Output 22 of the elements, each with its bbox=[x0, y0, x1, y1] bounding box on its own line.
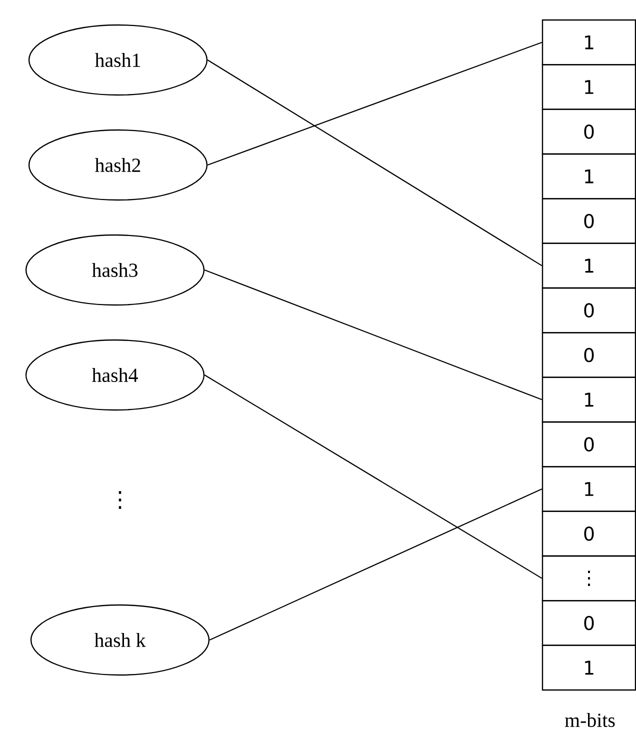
bit-cell: 1 bbox=[542, 376, 636, 423]
bit-cell: ⋮ bbox=[542, 555, 636, 602]
bit-cell: 0 bbox=[542, 421, 636, 468]
connector-line bbox=[204, 270, 542, 400]
bit-cell: 0 bbox=[542, 600, 636, 646]
connector-line bbox=[207, 60, 542, 266]
bit-cell: 0 bbox=[542, 108, 636, 155]
array-caption: m-bits bbox=[564, 713, 615, 727]
vertical-ellipsis: ⋮ bbox=[118, 491, 122, 509]
connector-line bbox=[207, 42, 542, 166]
bit-cell: 1 bbox=[542, 19, 636, 66]
bit-cell: 0 bbox=[542, 510, 636, 557]
bit-cell: 1 bbox=[542, 644, 636, 691]
bit-cell: 0 bbox=[542, 287, 636, 334]
bit-cell: 1 bbox=[542, 153, 636, 200]
bit-cell: 1 bbox=[542, 466, 636, 512]
bit-cell: 0 bbox=[542, 198, 636, 244]
bit-cell: 1 bbox=[542, 242, 636, 289]
connector-line bbox=[204, 374, 542, 579]
bit-cell: 0 bbox=[542, 332, 636, 378]
bit-cell: 1 bbox=[542, 64, 636, 110]
connector-line bbox=[209, 488, 542, 640]
